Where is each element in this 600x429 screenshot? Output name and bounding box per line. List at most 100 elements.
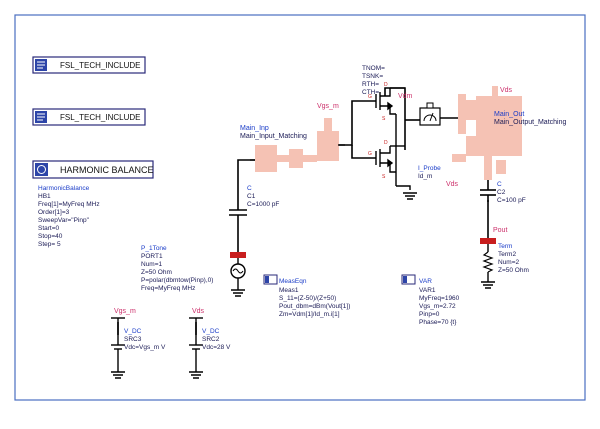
svg-text:SRC3: SRC3 xyxy=(124,336,142,343)
dc-source-src3[interactable] xyxy=(111,317,125,379)
svg-text:Start=0: Start=0 xyxy=(38,225,60,232)
wire-label-vds-top: Vds xyxy=(500,87,513,94)
tech-include-block-1[interactable]: FSL_TECH_INCLUDE xyxy=(32,56,146,74)
harmonic-balance-icon xyxy=(35,163,48,176)
svg-text:G: G xyxy=(368,151,372,157)
svg-text:Vdc=28 V: Vdc=28 V xyxy=(202,344,231,351)
output-match-label-1: Main_Out xyxy=(494,111,524,118)
svg-text:G: G xyxy=(368,94,372,100)
svg-text:PORT1: PORT1 xyxy=(141,253,163,260)
svg-text:Num=2: Num=2 xyxy=(498,259,520,266)
src3-params: V_DC SRC3 Vdc=Vgs_m V xyxy=(124,328,166,351)
svg-text:Pinp=0: Pinp=0 xyxy=(419,311,440,318)
svg-text:HarmonicBalance: HarmonicBalance xyxy=(38,185,90,192)
svg-text:SRC2: SRC2 xyxy=(202,336,220,343)
harmonic-balance-label: HARMONIC BALANCE xyxy=(60,165,154,175)
svg-text:Num=1: Num=1 xyxy=(141,261,163,268)
tech-include-label-1: FSL_TECH_INCLUDE xyxy=(60,61,140,70)
schematic-frame xyxy=(14,14,586,401)
var-badge: VAR xyxy=(419,278,432,285)
svg-text:Term2: Term2 xyxy=(498,251,516,258)
meas-eqn-badge: MeasEqn xyxy=(279,278,307,285)
tech-include-label-2: FSL_TECH_INCLUDE xyxy=(60,113,140,122)
wire-label-vds-src: Vds xyxy=(192,308,205,315)
transistor-params: TNOM= TSNK= RTH= CTH= xyxy=(362,65,385,96)
wire-label-vds-bottom: Vds xyxy=(446,181,459,188)
svg-text:C1: C1 xyxy=(247,193,256,200)
tech-include-block-2[interactable]: FSL_TECH_INCLUDE xyxy=(32,108,146,126)
c2-params: C C2 C=100 pF xyxy=(497,181,526,204)
probe-params: I_Probe Id_m xyxy=(418,165,441,180)
svg-text:S: S xyxy=(382,116,386,122)
current-probe[interactable] xyxy=(419,102,441,126)
dc-source-src2[interactable] xyxy=(189,317,203,379)
svg-text:V_DC: V_DC xyxy=(124,328,142,335)
svg-text:Vgs_m=2.72: Vgs_m=2.72 xyxy=(419,303,456,310)
svg-text:C: C xyxy=(497,181,502,188)
input-match-label-1: Main_Inp xyxy=(240,125,269,132)
output-matching-network[interactable] xyxy=(452,86,522,180)
svg-text:Z=50 Ohm: Z=50 Ohm xyxy=(141,269,172,276)
svg-text:CTH=: CTH= xyxy=(362,89,379,96)
transistor-pin-labels: G S D G S D xyxy=(368,82,388,180)
wire-label-vdm: Vdm xyxy=(398,93,413,100)
svg-text:Pout_dbm=dBm(Vout[1]): Pout_dbm=dBm(Vout[1]) xyxy=(279,303,350,310)
svg-text:P=polar(dbmtow(Pinp),0): P=polar(dbmtow(Pinp),0) xyxy=(141,277,213,284)
term-load[interactable] xyxy=(480,238,496,289)
svg-text:C: C xyxy=(247,185,252,192)
c1-params: C C1 C=1000 pF xyxy=(247,185,279,208)
var-block[interactable]: VAR xyxy=(401,274,432,285)
svg-text:Meas1: Meas1 xyxy=(279,287,299,294)
svg-text:D: D xyxy=(384,82,388,88)
harmonic-balance-block[interactable]: HARMONIC BALANCE xyxy=(32,160,154,179)
meas-eqn-icon xyxy=(265,276,269,283)
meas-eqn-params: Meas1 S_11=(Z-50)/(Z+50) Pout_dbm=dBm(Vo… xyxy=(279,287,350,318)
svg-text:Step= 5: Step= 5 xyxy=(38,241,61,248)
svg-text:S: S xyxy=(382,174,386,180)
wire-label-vgs-m-src: Vgs_m xyxy=(114,308,136,315)
svg-text:MyFreq=1960: MyFreq=1960 xyxy=(419,295,460,302)
transistor-2[interactable] xyxy=(368,146,396,173)
term-params: Term Term2 Num=2 Z=50 Ohm xyxy=(498,243,529,274)
capacitor-c1[interactable] xyxy=(229,209,247,222)
svg-text:VAR1: VAR1 xyxy=(419,287,436,294)
svg-text:S_11=(Z-50)/(Z+50): S_11=(Z-50)/(Z+50) xyxy=(279,295,336,302)
svg-text:Zm=Vdm[1]/Id_m.i[1]: Zm=Vdm[1]/Id_m.i[1] xyxy=(279,311,340,318)
svg-text:D: D xyxy=(384,140,388,146)
svg-text:C=100 pF: C=100 pF xyxy=(497,197,526,204)
svg-text:HB1: HB1 xyxy=(38,193,51,200)
svg-text:RTH=: RTH= xyxy=(362,81,379,88)
svg-text:C2: C2 xyxy=(497,189,506,196)
svg-text:C=1000 pF: C=1000 pF xyxy=(247,201,279,208)
wire-label-pout: Pout xyxy=(493,227,507,234)
svg-text:Stop=40: Stop=40 xyxy=(38,233,63,240)
var-params: VAR1 MyFreq=1960 Vgs_m=2.72 Pinp=0 Phase… xyxy=(419,287,460,326)
wire-label-vgs-m-top: Vgs_m xyxy=(317,103,339,110)
svg-text:Vdc=Vgs_m V: Vdc=Vgs_m V xyxy=(124,344,166,351)
harmonic-balance-params: HarmonicBalance HB1 Freq[1]=MyFreq MHz O… xyxy=(38,185,100,248)
port-params: P_1Tone PORT1 Num=1 Z=50 Ohm P=polar(dbm… xyxy=(141,245,213,292)
svg-text:Freq=MyFreq MHz: Freq=MyFreq MHz xyxy=(141,285,195,292)
capacitor-c2[interactable] xyxy=(480,189,496,202)
svg-text:I_Probe: I_Probe xyxy=(418,165,441,172)
input-match-label-2: Main_Input_Matching xyxy=(240,133,307,140)
svg-text:TNOM=: TNOM= xyxy=(362,65,385,72)
meas-eqn-block[interactable]: MeasEqn xyxy=(263,274,307,285)
transistor-wiring xyxy=(390,87,417,200)
port-source[interactable] xyxy=(230,252,246,297)
svg-text:Freq[1]=MyFreq MHz: Freq[1]=MyFreq MHz xyxy=(38,201,100,208)
svg-text:Phase=70 {t}: Phase=70 {t} xyxy=(419,319,457,326)
svg-text:V_DC: V_DC xyxy=(202,328,220,335)
input-matching-network[interactable] xyxy=(250,118,345,172)
src2-params: V_DC SRC2 Vdc=28 V xyxy=(202,328,231,351)
transistor-1[interactable] xyxy=(368,88,396,115)
svg-text:P_1Tone: P_1Tone xyxy=(141,245,167,252)
svg-text:TSNK=: TSNK= xyxy=(362,73,383,80)
svg-text:Term: Term xyxy=(498,243,512,250)
svg-text:Order[1]=3: Order[1]=3 xyxy=(38,209,70,216)
svg-text:Id_m: Id_m xyxy=(418,173,432,180)
var-icon xyxy=(403,276,407,283)
svg-text:SweepVar="Pinp": SweepVar="Pinp" xyxy=(38,217,90,224)
svg-text:Z=50 Ohm: Z=50 Ohm xyxy=(498,267,529,274)
